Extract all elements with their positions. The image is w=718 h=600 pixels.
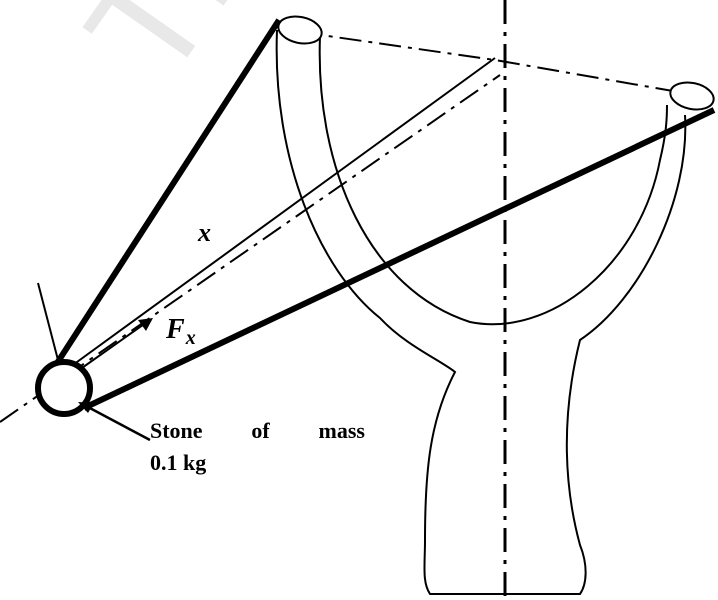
slingshot-fork-inner-left [280,40,470,322]
stone-axis [0,74,501,423]
fork-top-axis [299,31,691,95]
stone-label-word-1: Stone [150,418,203,443]
displacement-line [65,57,496,371]
right-rubber-band [82,107,716,411]
label-pointer-arrowhead [78,402,94,413]
slingshot-outer-outline [275,29,687,595]
force-label-main: F [166,314,185,345]
displacement-label: x [198,218,211,247]
force-label-subscript: x [185,327,196,349]
force-arrow-head-end [138,318,153,331]
stone-label-word-2: of [251,418,270,443]
stone [35,359,93,417]
stone-mass-value: 0.1 kg [150,450,207,475]
slingshot-inner-outline [318,35,668,326]
stone-label-word-3: mass [318,418,365,443]
force-arrow-shaft [71,321,148,376]
right-fork-cap [669,81,715,111]
stone-pointer-line [37,282,59,361]
stone-label: Stone of mass 0.1 kg [150,415,365,479]
label-pointer-line [85,404,151,442]
left-fork-cap [277,15,323,45]
stone-label-line1: Stone of mass [150,415,365,447]
force-label: Fx [166,314,196,350]
left-rubber-band [47,18,282,376]
